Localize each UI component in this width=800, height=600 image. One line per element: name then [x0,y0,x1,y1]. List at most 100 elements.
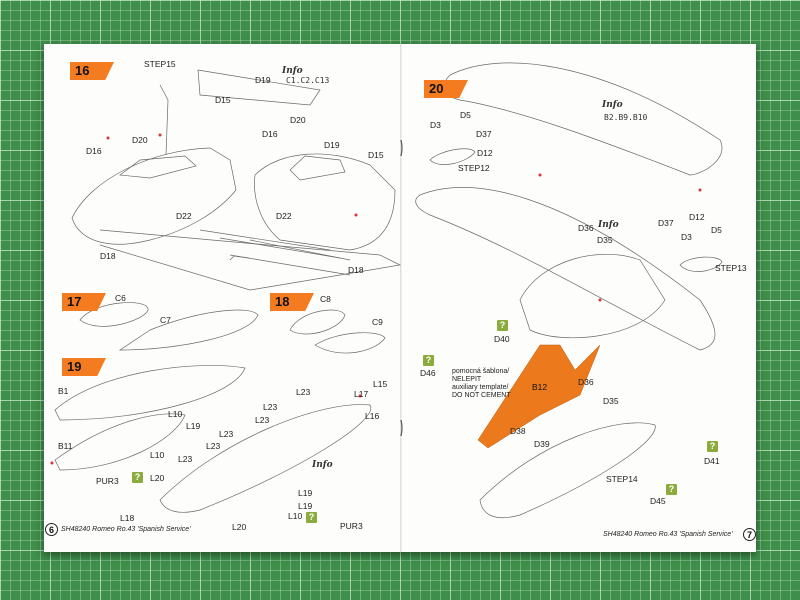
info-parts-list: C1.C2.C13 [286,76,330,85]
page-number: 7 [743,528,756,541]
label-pur3: PUR3 [96,476,119,486]
info-callout: Info [598,220,619,230]
label-d20: D20 [290,115,306,125]
label-l20: L20 [150,473,165,483]
template-note-line: auxiliary template/ [452,384,509,391]
label-d16: D16 [86,146,102,156]
biplane-drawing [415,62,723,519]
label-d15: D15 [368,150,384,160]
b11-float-half [54,413,186,471]
label-l19: L19 [186,421,201,431]
label-d35: D35 [603,396,619,406]
label-c9: C9 [372,317,383,327]
label-d3: D3 [430,120,441,130]
label-d20: D20 [132,135,148,145]
label-c7: C7 [160,315,171,325]
label-d41: D41 [704,456,720,466]
fuselage-drawing-right [229,153,396,276]
label-c6: C6 [115,293,126,303]
wingtip-float-left [429,148,476,165]
label-d38: D38 [510,426,526,436]
staple-top [400,139,403,157]
template-note: pomocná šablona/ NELEPIT auxiliary templ… [452,368,511,400]
label-step13: STEP13 [715,263,747,273]
orange-template-b12 [477,344,601,449]
label-d46: D46 [420,368,436,378]
label-d19: D19 [324,140,340,150]
page-number: 6 [45,523,58,536]
help-icon: ? [707,441,718,452]
label-d5: D5 [460,110,471,120]
label-b11: B11 [58,441,73,451]
template-note-line: pomocná šablona/ [452,368,510,375]
label-l23: L23 [296,387,311,397]
help-icon: ? [497,320,508,331]
label-d37: D37 [658,218,674,228]
step-18-badge: 18 [270,293,314,311]
label-l19: L19 [298,488,313,498]
help-icon: ? [423,355,434,366]
label-d22: D22 [276,211,292,221]
b1-float-half [54,365,246,421]
label-d12: D12 [689,212,705,222]
label-l23: L23 [178,454,193,464]
label-d12: D12 [477,148,493,158]
step-17-badge: 17 [62,293,106,311]
label-step15: STEP15 [144,59,176,69]
label-d36: D36 [578,223,594,233]
label-l10: L10 [150,450,165,460]
step-19-badge: 19 [62,358,106,376]
page-footer: SH48240 Romeo Ro.43 'Spanish Service' [603,531,733,538]
label-l10: L10 [288,511,303,521]
info-callout: Info [282,66,303,76]
center-fold [400,44,402,552]
label-d15: D15 [215,95,231,105]
main-float [479,422,656,519]
label-d45: D45 [650,496,666,506]
label-l23: L23 [219,429,234,439]
step-16-badge: 16 [70,62,114,80]
label-d40: D40 [494,334,510,344]
staple-bottom [400,419,403,437]
label-l23: L23 [263,402,278,412]
label-d18: D18 [100,251,116,261]
label-d19: D19 [255,75,271,85]
label-d16: D16 [262,129,278,139]
fuselage-drawing-left [71,69,402,291]
c8-part-outline [289,309,346,335]
template-note-line: NELEPIT [452,376,482,383]
c6-part-outline [79,302,149,327]
wingtip-float-right [679,256,723,272]
label-l23: L23 [206,441,221,451]
label-l16: L16 [365,411,380,421]
label-step12: STEP12 [458,163,490,173]
label-l15: L15 [373,379,388,389]
label-d18: D18 [348,265,364,275]
label-l23: L23 [255,415,270,425]
step-20-badge: 20 [424,80,468,98]
label-d36: D36 [578,377,594,387]
label-l17: L17 [354,389,369,399]
label-d5: D5 [711,225,722,235]
label-d39: D39 [534,439,550,449]
info-callout: Info [312,460,333,470]
glue-point-markers [50,133,702,465]
c9-part-outline [314,332,386,354]
assembled-float [159,404,372,513]
label-l19: L19 [298,501,313,511]
template-note-line: DO NOT CEMENT [452,392,511,399]
label-l20: L20 [232,522,247,532]
help-icon: ? [666,484,677,495]
label-d3: D3 [681,232,692,242]
page-footer: SH48240 Romeo Ro.43 'Spanish Service' [61,526,191,533]
help-icon: ? [306,512,317,523]
help-icon: ? [132,472,143,483]
label-step14: STEP14 [606,474,638,484]
c7-part-outline [118,309,259,351]
info-callout: Info [602,100,623,110]
label-pur3: PUR3 [340,521,363,531]
label-d35: D35 [597,235,613,245]
label-b12: B12 [532,382,548,392]
